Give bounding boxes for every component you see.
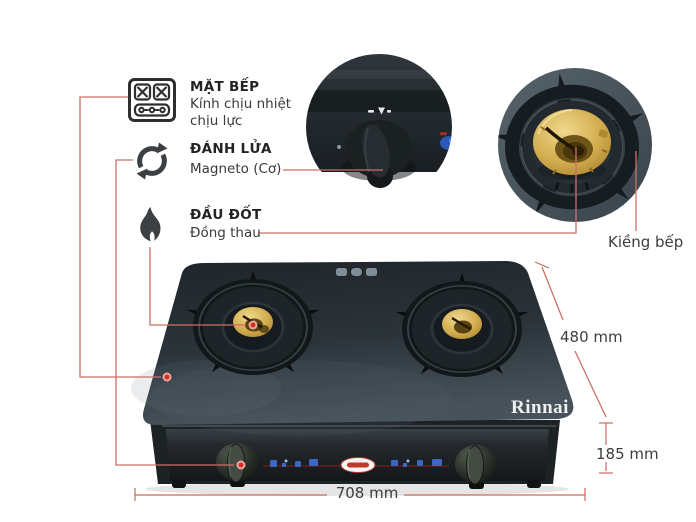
certification-marks xyxy=(336,268,377,276)
dimension-lines xyxy=(134,261,613,501)
dimension-line-height xyxy=(599,422,613,474)
callout-dots xyxy=(162,320,258,470)
cooktop-icon xyxy=(128,78,176,126)
dimension-line-depth xyxy=(534,261,607,418)
feature-desc-burner: Đồng thau xyxy=(190,225,261,241)
dimension-depth: 480 mm xyxy=(560,328,623,346)
right-burner xyxy=(395,273,529,377)
dimension-height: 185 mm xyxy=(596,445,659,463)
knob-marking-icon xyxy=(368,107,391,115)
panel-stickers xyxy=(263,457,449,473)
feature-desc-ignition: Magneto (Cơ) xyxy=(190,161,282,177)
trivet-label: Kiềng bếp xyxy=(608,233,684,251)
feature-desc-cooktop: Kính chịu nhiệt chịu lực xyxy=(190,96,292,129)
callout-line-ignition xyxy=(115,159,234,466)
brass-burner-cap-zoom xyxy=(533,109,611,175)
dimension-line-width xyxy=(134,488,586,501)
flame-icon xyxy=(132,206,169,250)
feature-title-burner: ĐẦU ĐỐT xyxy=(190,207,262,223)
stove: Rinnai xyxy=(131,261,574,496)
feature-title-cooktop: MẶT BẾP xyxy=(190,79,260,95)
right-control-knob xyxy=(455,445,497,489)
callout-line-cooktop xyxy=(79,96,161,378)
ignition-icon xyxy=(132,141,172,185)
callout-line-brass-zoom xyxy=(258,147,577,234)
detail-view-knob xyxy=(306,54,452,200)
brand-logo: Rinnai xyxy=(511,397,569,418)
callout-line-burner xyxy=(149,247,246,326)
feature-title-ignition: ĐÁNH LỬA xyxy=(190,141,272,157)
dimension-width: 708 mm xyxy=(335,484,399,502)
detail-view-burner xyxy=(498,68,652,222)
left-control-knob xyxy=(216,443,258,487)
callout-lines xyxy=(79,96,637,466)
